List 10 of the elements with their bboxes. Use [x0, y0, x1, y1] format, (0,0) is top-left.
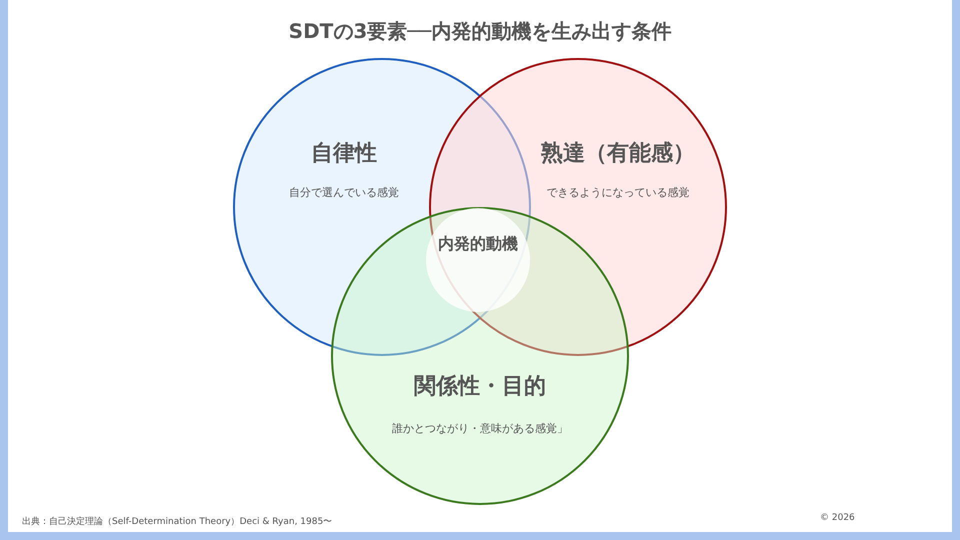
source-note: 出典：自己決定理論（Self-Determination Theory）Deci & Ryan, 1985〜 — [22, 516, 332, 528]
circle-heading: 自律性 — [310, 140, 378, 168]
title: SDTの3要素──内発的動機を生み出す条件 — [288, 18, 672, 45]
circle-description: できるようになっている感覚 — [546, 185, 690, 200]
circle-description: 誰かとつながり・意味がある感覚」 — [391, 421, 569, 436]
circle-heading: 関係性・目的 — [413, 372, 547, 401]
circle-heading: 熟達（有能感） — [540, 140, 696, 168]
circle-heading: 内発的動機 — [437, 234, 519, 256]
circle-description: 自分で選んでいる感覚 — [288, 185, 400, 200]
copyright-note: © 2026 — [820, 513, 855, 523]
